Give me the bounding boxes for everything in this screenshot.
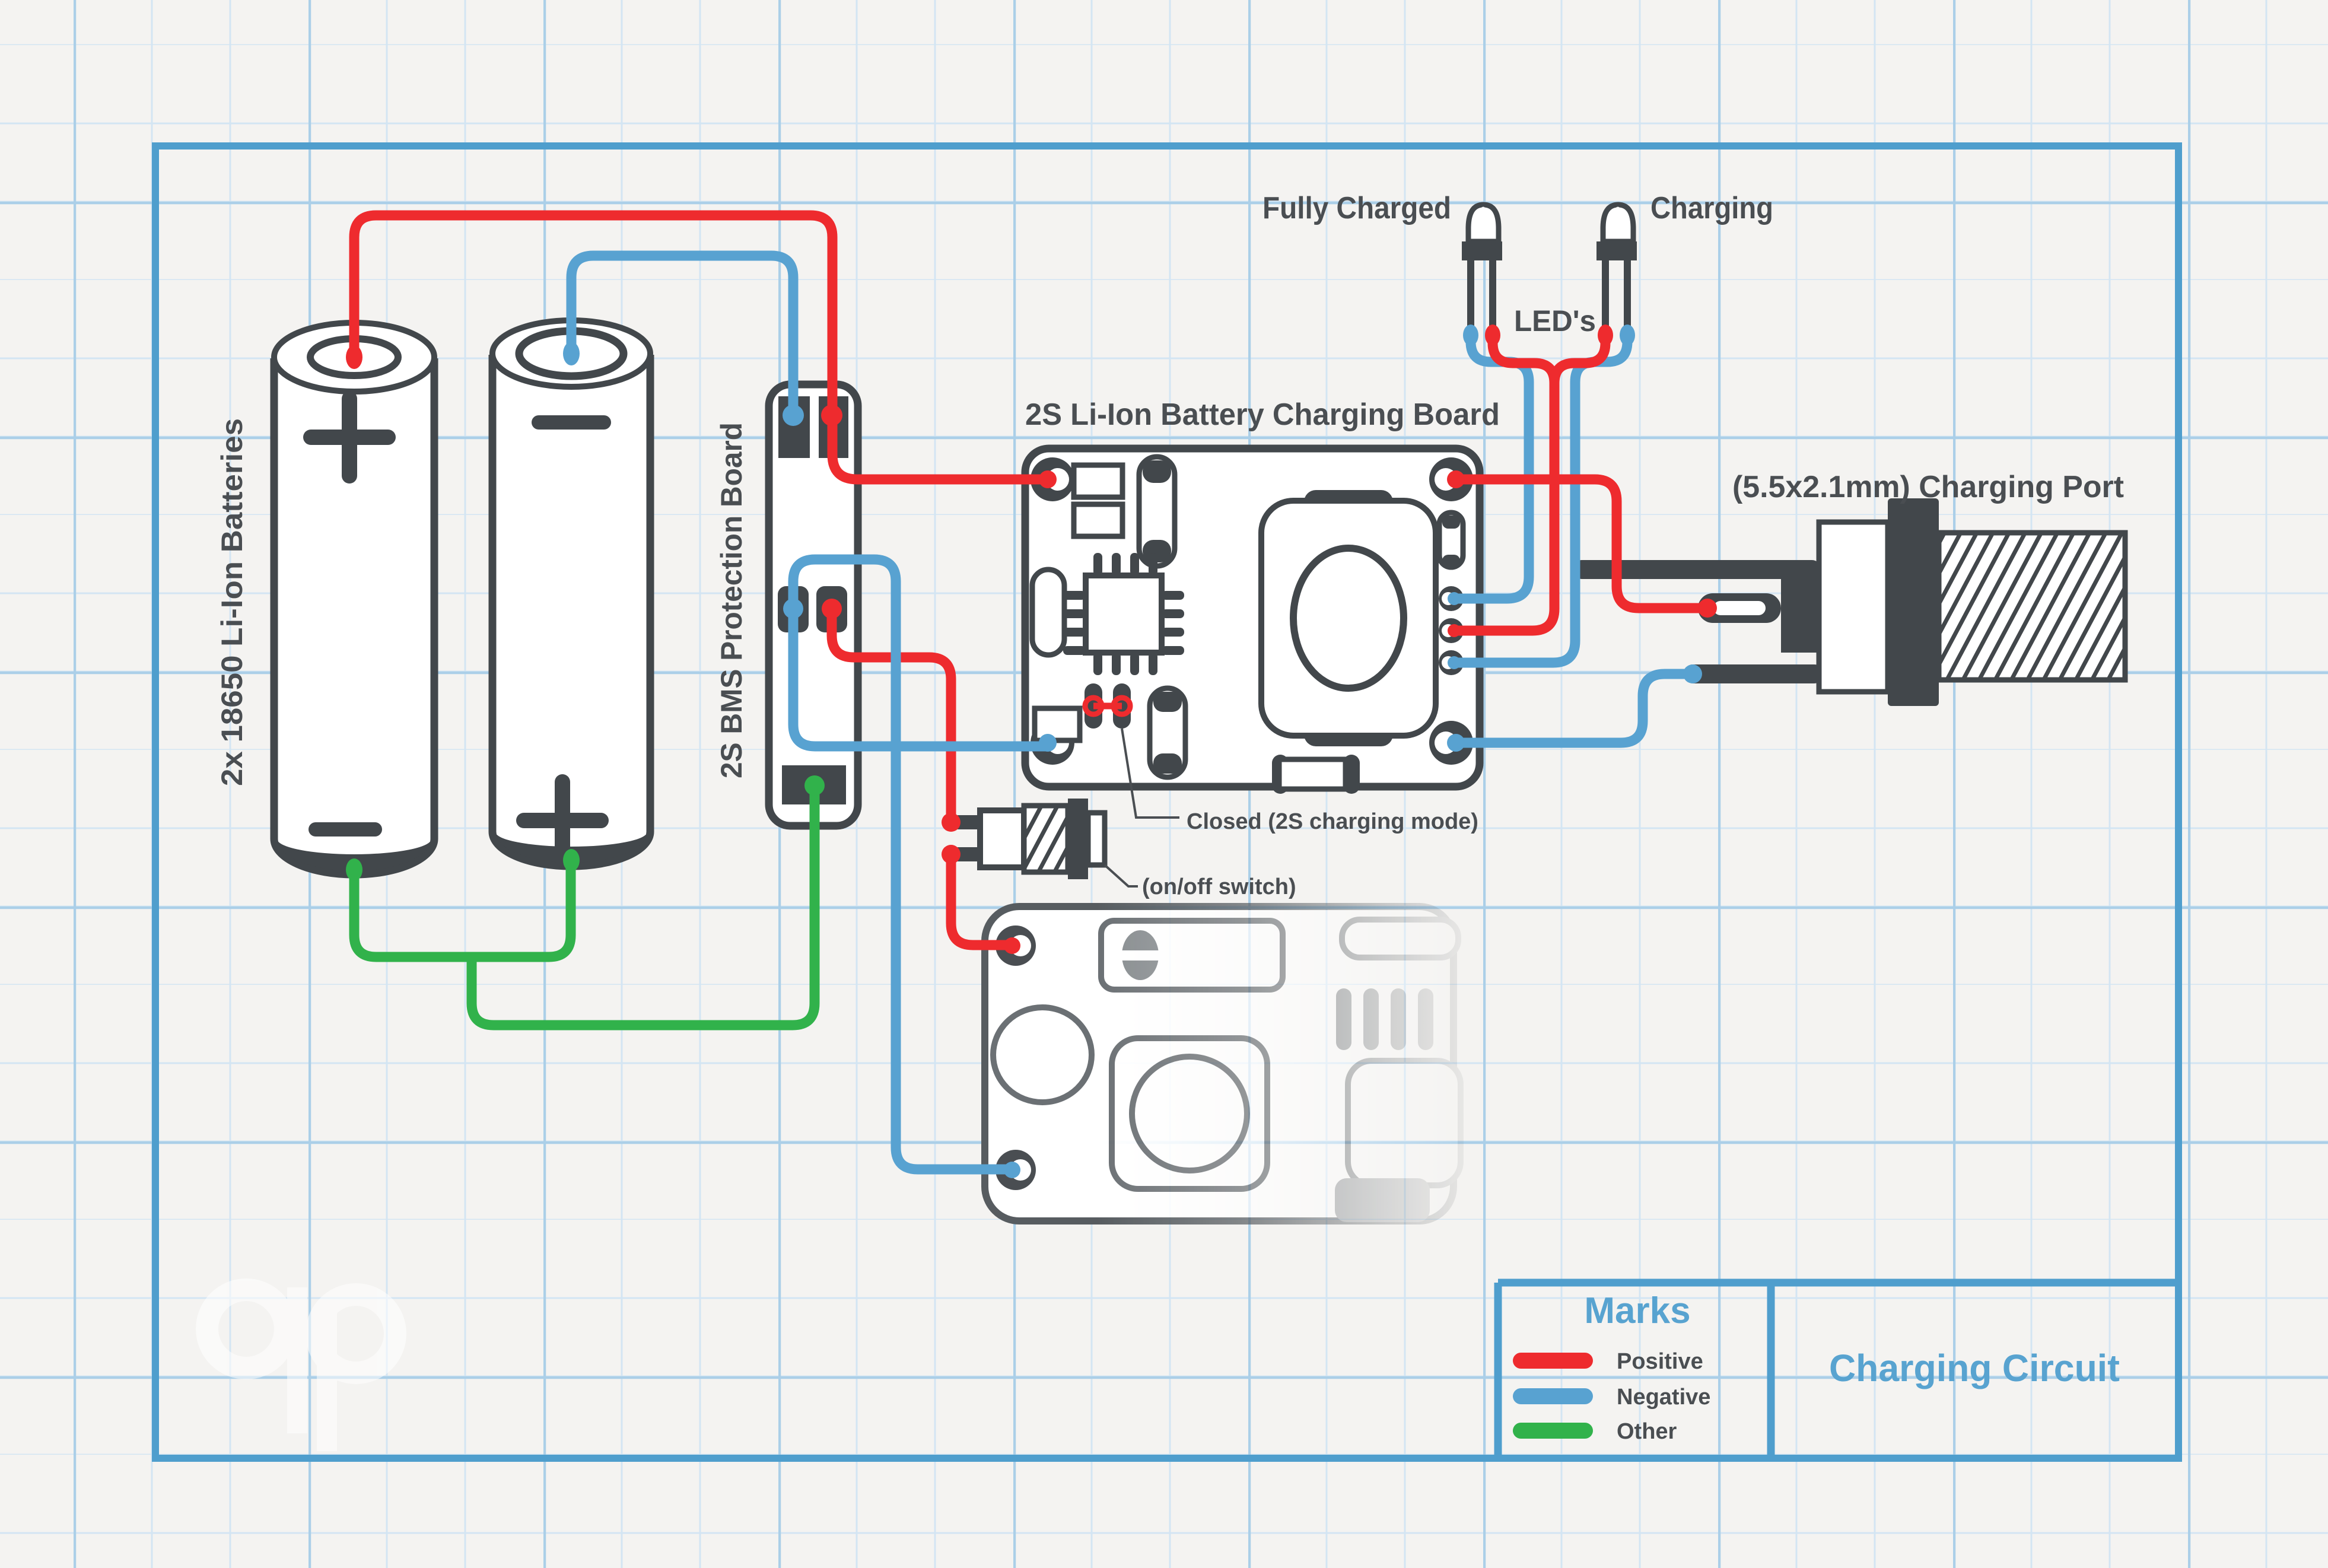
charging-port (1572, 498, 2128, 706)
switch-leader-line (1103, 864, 1138, 888)
charger-resistor-3 (1032, 705, 1083, 743)
diagram-border (152, 142, 2182, 1462)
wires-other (349, 781, 820, 1031)
led-fully-charged-label: Fully Charged (1262, 191, 1451, 225)
legend-item-negative: Negative (1617, 1385, 1710, 1410)
battery-2-plus-mark (516, 774, 609, 867)
charger-diode (1272, 755, 1360, 794)
switch-thread (1021, 803, 1071, 875)
charger-component-right (1436, 510, 1466, 570)
charger-resistor-1 (1071, 462, 1125, 500)
jumper-note-label: Closed (2S charging mode) (1187, 809, 1478, 834)
led-fully-charged (1462, 202, 1502, 334)
batteries-label: 2x 18650 Li-Ion Batteries (215, 418, 249, 786)
power-switch (954, 799, 1108, 879)
document-title: Charging Circuit (1829, 1347, 2120, 1389)
charger-ic (1063, 553, 1184, 675)
legend-swatch-other (1513, 1423, 1593, 1439)
load-board-faded (981, 903, 1464, 1224)
jumper-link-closed (1082, 695, 1133, 717)
title-block: Marks Positive Negative Other Charging C… (1494, 1278, 2178, 1458)
charger-capacitor-top (1136, 454, 1178, 569)
switch-note-label: (on/off switch) (1142, 874, 1296, 899)
wires-negative (566, 250, 1698, 1175)
battery-2-bottom-cap (495, 832, 647, 863)
battery-2 (488, 317, 654, 870)
charger-capacitor-bottom (1147, 685, 1188, 780)
led-collar (1596, 241, 1637, 260)
jumper-leader-line (1121, 728, 1179, 819)
port-barrel (1936, 530, 2128, 683)
led-collar (1462, 241, 1502, 260)
legend-title: Marks (1584, 1290, 1690, 1331)
charging-board (1021, 444, 1484, 794)
legend-swatch-positive (1513, 1353, 1593, 1369)
leds-label: LED's (1514, 304, 1596, 338)
legend-item-positive: Positive (1617, 1349, 1703, 1374)
battery-1 (270, 320, 438, 879)
junction-dots (346, 325, 1717, 1178)
bms-board-label: 2S BMS Protection Board (715, 422, 748, 778)
charger-resistor-2 (1071, 501, 1125, 539)
charging-port-label: (5.5x2.1mm) Charging Port (1732, 470, 2124, 504)
port-top-prong (1572, 560, 1821, 579)
port-bottom-prong (1684, 664, 1824, 683)
watermark-logo (196, 1278, 406, 1451)
charger-board-label: 2S Li-Ion Battery Charging Board (1025, 397, 1500, 432)
wires-positive-upper (1449, 330, 1713, 636)
charger-inductor (1258, 490, 1439, 746)
port-mount-plate (1888, 498, 1939, 706)
charger-component-left (1029, 567, 1067, 658)
legend-item-other: Other (1617, 1419, 1677, 1444)
bms-board (765, 380, 862, 830)
port-body (1816, 519, 1891, 695)
battery-1-plus-mark (303, 391, 396, 484)
legend-swatch-negative (1513, 1388, 1593, 1404)
led-charging-label: Charging (1650, 191, 1773, 225)
battery-1-bottom-cap (277, 839, 431, 871)
led-charging (1596, 202, 1637, 334)
